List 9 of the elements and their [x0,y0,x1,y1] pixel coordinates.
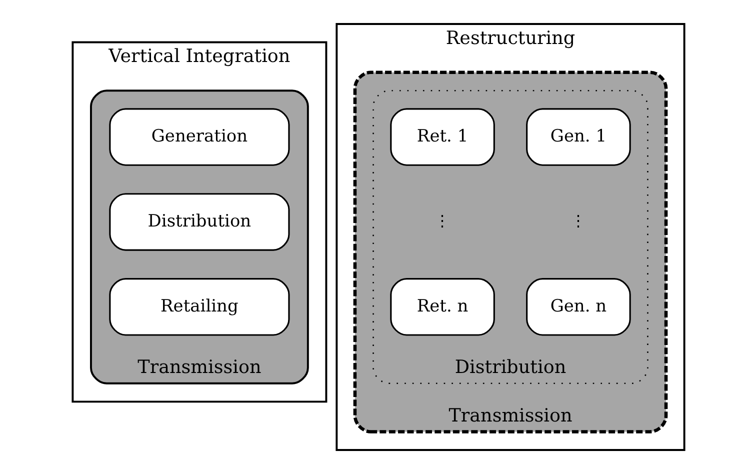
node-box: Gen. n [526,278,630,336]
node-box: Ret. 1 [390,108,494,166]
node-box: Ret. n [390,278,494,336]
node-box: Generation [108,108,290,166]
label: ⋮ [570,211,586,230]
node-box: Retailing [108,278,290,336]
node-box: Distribution [108,193,290,251]
node-box: Gen. 1 [526,108,630,166]
label: ⋮ [434,211,450,230]
